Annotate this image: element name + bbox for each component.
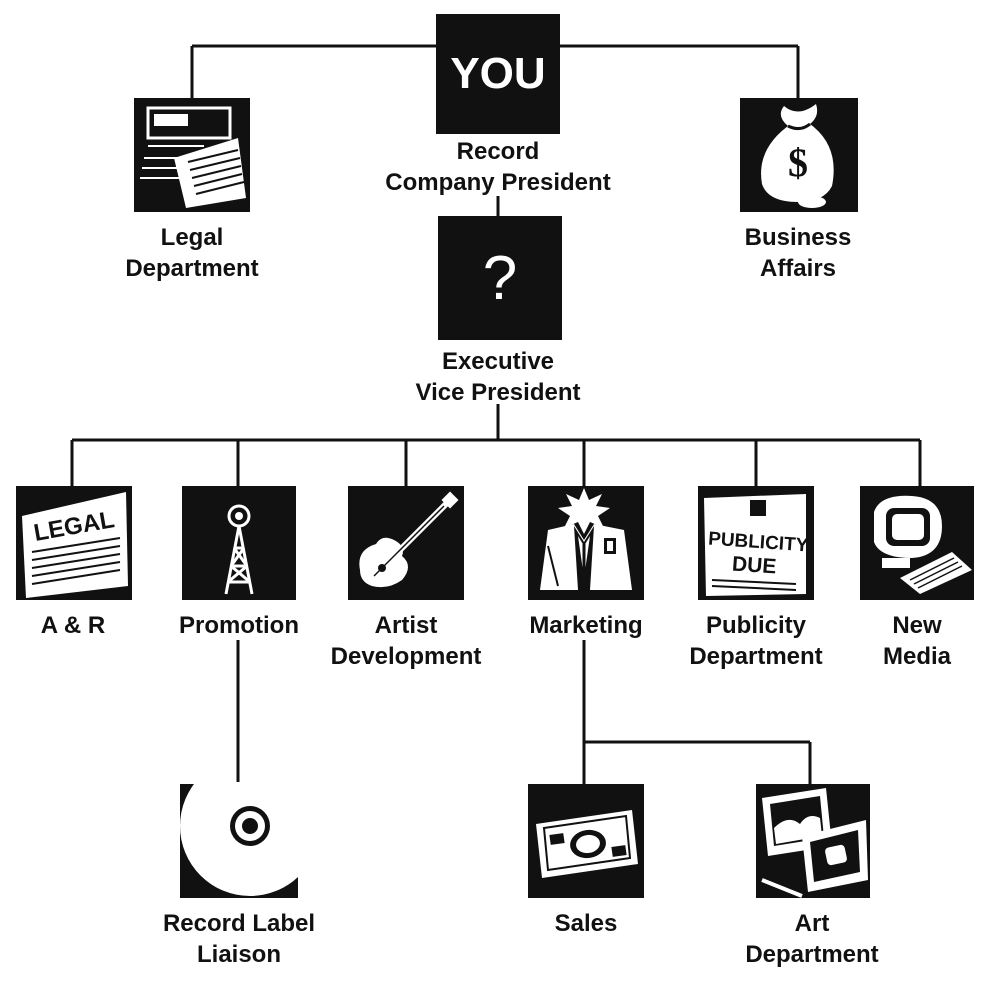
sales-label: Sales (554, 910, 618, 937)
record-label-liaison-label: Record Label Liaison (162, 910, 316, 968)
svg-text:$: $ (788, 140, 808, 185)
marketing-label: Marketing (529, 612, 643, 639)
photo-frames-icon (761, 788, 868, 898)
suit-spotlight-icon (540, 488, 632, 590)
executive-vp-box: ? (438, 216, 562, 340)
sales-box (528, 784, 644, 898)
new-media-box (860, 486, 974, 600)
you-box: YOU (436, 14, 560, 134)
dollar-bill-icon (536, 810, 638, 878)
art-department-box (756, 784, 870, 898)
documents-icon (140, 106, 246, 208)
artist-development-box (348, 486, 464, 600)
anr-box: LEGAL (16, 486, 132, 600)
executive-vp-label: Executive Vice President (415, 348, 581, 406)
publicity-sign-icon: PUBLICITY DUE (704, 494, 809, 596)
computer-icon (874, 495, 972, 594)
publicity-box: PUBLICITY DUE (698, 486, 814, 600)
legal-department-label: Legal Department (125, 224, 259, 282)
record-company-president-label: Record Company President (385, 138, 611, 196)
art-department-label: Art Department (745, 910, 879, 968)
money-bag-icon: $ (761, 104, 834, 208)
question-mark: ? (482, 243, 518, 313)
promotion-label: Promotion (179, 612, 299, 639)
anr-label: A & R (40, 612, 106, 639)
new-media-label: New Media (882, 612, 951, 670)
legal-department-box (134, 98, 250, 212)
you-box-text: YOU (450, 49, 546, 98)
compact-disc-icon (180, 784, 298, 896)
business-affairs-box: $ (740, 98, 858, 212)
publicity-department-label: Publicity Department (689, 612, 823, 670)
promotion-box (182, 486, 296, 600)
business-affairs-label: Business Affairs (744, 224, 852, 282)
radio-tower-icon (224, 504, 254, 595)
record-label-liaison-box (180, 784, 298, 898)
marketing-box (528, 486, 644, 600)
artist-development-label: Artist Development (330, 612, 482, 670)
legal-contract-icon: LEGAL (22, 492, 128, 598)
guitar-icon (359, 491, 459, 588)
due-sign-text: DUE (731, 552, 777, 578)
